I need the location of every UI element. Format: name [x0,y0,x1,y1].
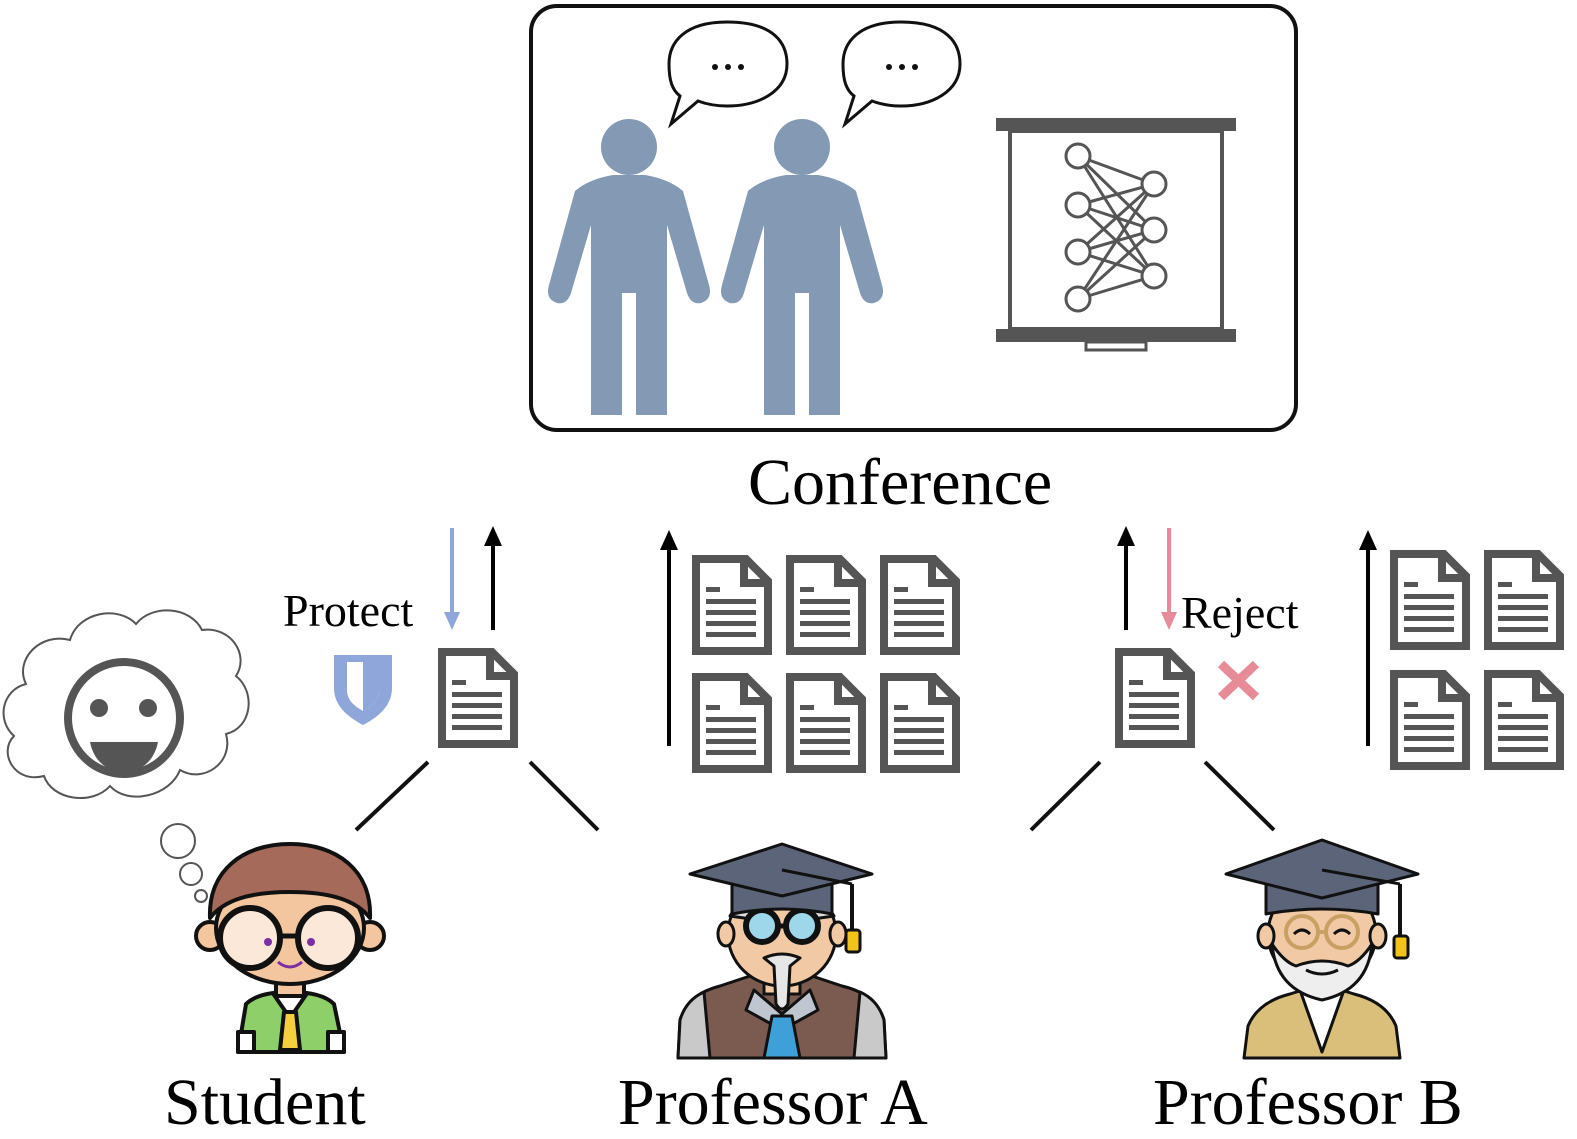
submit-arrow [484,526,502,630]
attendee-1-icon [548,119,710,415]
submit-arrow [660,530,678,746]
document-stack [696,559,956,769]
document-icon [1488,674,1560,766]
protect-label: Protect [283,585,414,636]
projector-screen-icon [996,118,1236,352]
connector-line [354,760,430,832]
neural-network-icon [1064,142,1168,313]
reject-arrow [1161,528,1177,630]
cross-icon [1217,660,1260,701]
document-icon [696,677,768,769]
reject-label: Reject [1181,587,1299,638]
document-icon [696,559,768,651]
document-icon [790,677,862,769]
protect-arrow [444,528,460,630]
speech-bubble-icon [841,20,962,129]
conference-label: Conference [748,446,1053,519]
submit-arrow [1117,526,1135,630]
document-icon [1119,652,1191,744]
connector-line [1203,760,1276,832]
document-icon [1394,674,1466,766]
document-stack [1394,554,1560,766]
document-icon [1394,554,1466,646]
professor-b-avatar [1224,838,1420,1060]
document-icon [884,677,956,769]
professor-b-label: Professor B [1153,1066,1463,1139]
document-icon [790,559,862,651]
professor-a-label: Professor A [618,1066,928,1139]
student-label: Student [164,1066,366,1139]
connector-line [528,760,600,832]
submit-arrow [1359,530,1377,746]
shield-icon [334,655,392,725]
smiley-face-icon [64,658,184,778]
document-icon [884,559,956,651]
document-icon [442,652,514,744]
document-icon [1488,554,1560,646]
professor-a-avatar [676,842,888,1060]
speech-bubble-icon [667,20,789,129]
attendee-2-icon [721,119,883,415]
connector-line [1029,760,1102,832]
conference-frame [529,4,1298,432]
student-avatar [194,842,386,1054]
